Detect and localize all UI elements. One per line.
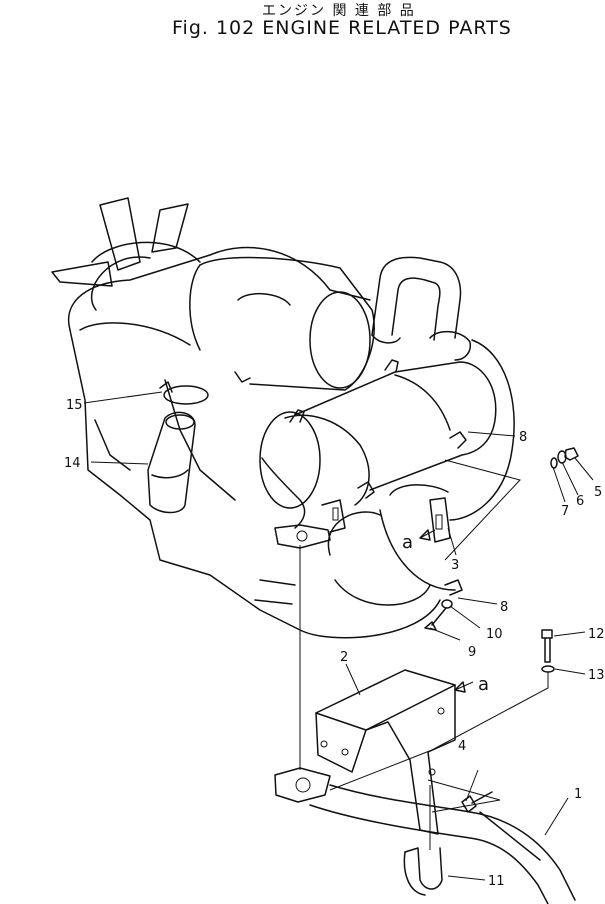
mounting-bracket (315, 669, 456, 835)
callout-6: 6 (576, 494, 584, 509)
pipe-clamp (403, 847, 443, 896)
callout-1: 1 (574, 787, 582, 802)
washer-13 (541, 665, 555, 673)
air-cleaner (189, 256, 375, 391)
air-hose (147, 411, 196, 514)
callout-13: 13 (588, 668, 605, 683)
callout-11: 11 (488, 874, 505, 889)
bolt-12 (541, 629, 553, 663)
callout-14: 14 (64, 456, 81, 471)
reference-a-upper: a (402, 532, 413, 553)
callout-15: 15 (66, 398, 83, 413)
reference-a-lower: a (478, 674, 489, 695)
callout-2: 2 (340, 650, 348, 665)
title-japanese: エンジン 関 連 部 品 (262, 3, 416, 19)
washer-7 (550, 457, 558, 469)
callout-8-lower: 8 (500, 600, 508, 615)
callout-12: 12 (588, 627, 605, 642)
muffler (259, 359, 497, 529)
arrow-a-lower (454, 681, 466, 693)
engine-fan (51, 197, 201, 311)
callout-10: 10 (486, 627, 503, 642)
callout-8-upper: 8 (519, 430, 527, 445)
callout-labels: 1 2 3 4 5 6 7 8 8 9 10 11 12 13 14 15 a … (64, 398, 605, 889)
washer-10 (441, 599, 453, 609)
arrow-a-upper (419, 529, 431, 541)
muffler-clamp (379, 484, 463, 596)
figure-title: Fig. 102 ENGINE RELATED PARTS (172, 17, 512, 39)
muffler-outlet (274, 499, 346, 549)
bolt-9 (424, 607, 447, 631)
engine-block (67, 246, 515, 639)
intake-pipe (371, 256, 472, 361)
exhaust-pipe (274, 767, 576, 904)
callout-3: 3 (451, 558, 459, 573)
callout-9: 9 (468, 645, 476, 660)
callout-5: 5 (594, 485, 602, 500)
callout-4: 4 (458, 739, 466, 754)
callout-leaders (83, 391, 594, 881)
hose-clamp (159, 381, 209, 405)
nut-5 (564, 447, 579, 461)
callout-7: 7 (561, 504, 569, 519)
